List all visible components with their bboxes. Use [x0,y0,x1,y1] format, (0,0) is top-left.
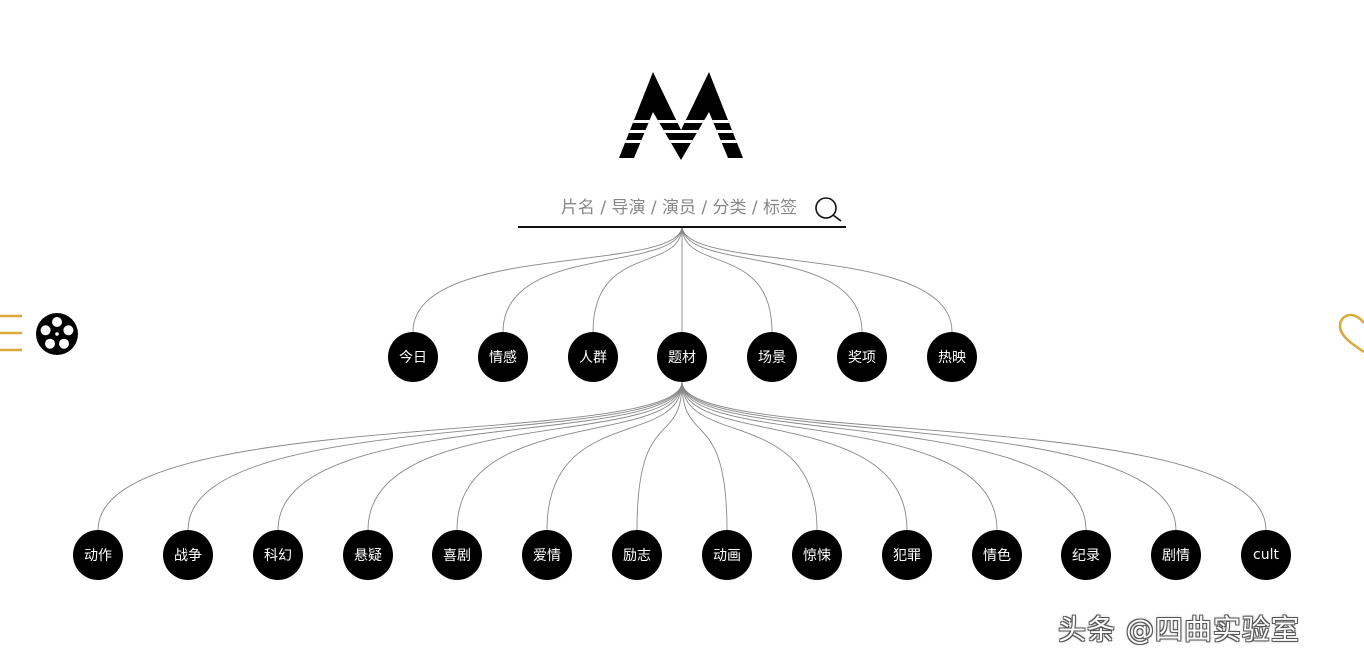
tree-link [97,381,683,531]
node-crime[interactable]: 犯罪 [882,530,932,580]
tree-link [412,225,683,333]
node-emotion[interactable]: 情感 [478,332,528,382]
tree-link [681,225,863,333]
menu-icon[interactable] [0,313,24,353]
tree-link [681,381,728,531]
node-awards[interactable]: 奖项 [837,332,887,382]
tree-link [681,225,953,333]
tree-link [681,381,818,531]
tree-link [636,381,683,531]
node-animation[interactable]: 动画 [702,530,752,580]
node-hot[interactable]: 热映 [927,332,977,382]
node-mystery[interactable]: 悬疑 [343,530,393,580]
tree-link [592,225,683,333]
tree-link [546,381,683,531]
node-scene[interactable]: 场景 [747,332,797,382]
search-icon[interactable] [814,196,844,224]
node-thriller[interactable]: 惊悚 [792,530,842,580]
tree-link [277,381,683,531]
watermark: 头条 @四曲实验室 [1058,613,1300,646]
tree-link [502,225,683,333]
tree-link [187,381,683,531]
node-today[interactable]: 今日 [388,332,438,382]
tree-link [681,225,773,333]
brand-logo[interactable] [616,70,746,162]
node-scifi[interactable]: 科幻 [253,530,303,580]
tree-link [456,381,683,531]
tree-link [681,381,1267,531]
node-genre[interactable]: 题材 [657,332,707,382]
search-input[interactable] [548,194,810,222]
film-reel-icon[interactable] [35,312,79,356]
tree-link [681,381,998,531]
node-action[interactable]: 动作 [73,530,123,580]
node-documentary[interactable]: 纪录 [1061,530,1111,580]
tree-link [681,381,908,531]
node-drama[interactable]: 剧情 [1151,530,1201,580]
tree-link [681,381,1177,531]
heart-icon[interactable] [1336,312,1364,354]
node-cult[interactable]: cult [1241,530,1291,580]
tree-link [367,381,683,531]
node-romance[interactable]: 爱情 [522,530,572,580]
node-war[interactable]: 战争 [163,530,213,580]
node-erotic[interactable]: 情色 [972,530,1022,580]
node-inspirational[interactable]: 励志 [612,530,662,580]
search-bar [518,190,846,228]
node-crowd[interactable]: 人群 [568,332,618,382]
node-comedy[interactable]: 喜剧 [432,530,482,580]
tree-link [681,381,1087,531]
